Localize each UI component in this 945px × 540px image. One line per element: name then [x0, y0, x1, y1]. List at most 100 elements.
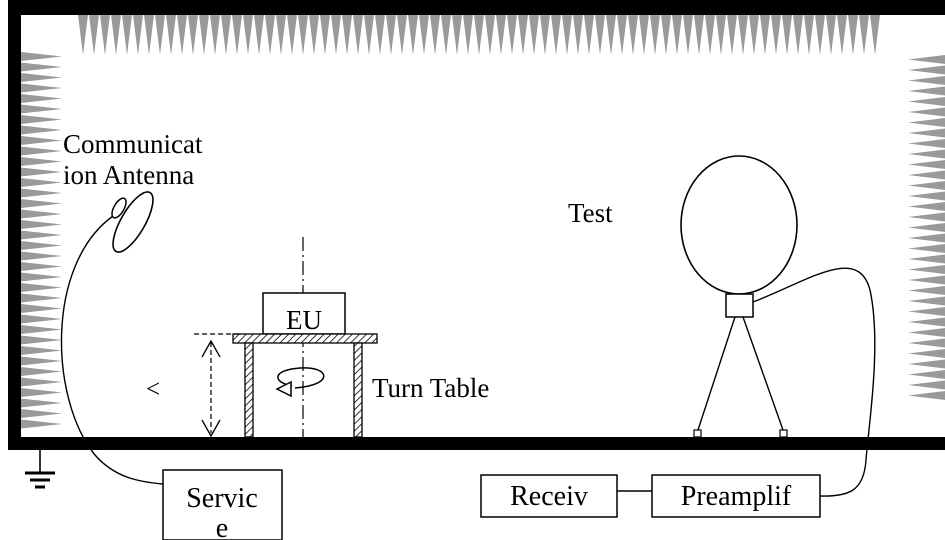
- absorber-cone-icon: [908, 181, 945, 190]
- absorber-cone-icon: [430, 15, 440, 55]
- absorber-cone-icon: [188, 15, 198, 55]
- absorber-cone-icon: [908, 149, 945, 159]
- absorber-cone-icon: [21, 367, 62, 376]
- communication-antenna-label-line1: Communicat: [63, 129, 203, 159]
- absorber-cone-icon: [419, 15, 429, 55]
- absorber-cone-icon: [908, 107, 945, 117]
- turn-table-right-leg: [353, 342, 363, 438]
- receiver-box: [480, 474, 618, 518]
- absorber-cone-icon: [496, 15, 506, 55]
- absorber-cone-icon: [908, 160, 945, 169]
- absorber-cone-icon: [21, 398, 62, 408]
- absorber-cone-icon: [21, 419, 62, 429]
- absorber-cone-icon: [21, 346, 62, 355]
- eut-label: EU: [286, 305, 322, 335]
- absorber-cone-icon: [908, 254, 945, 264]
- absorber-cone-icon: [177, 15, 187, 55]
- absorber-cone-icon: [21, 241, 62, 250]
- absorber-cone-icon: [705, 15, 715, 55]
- absorber-cone-icon: [908, 307, 945, 316]
- absorber-cone-icon: [908, 139, 945, 148]
- absorber-cone-icon: [716, 15, 726, 55]
- absorber-cone-icon: [155, 15, 165, 55]
- absorber-cone-icon: [309, 15, 319, 55]
- absorber-cone-icon: [21, 335, 62, 345]
- ground-symbol-icon: [25, 450, 55, 489]
- communication-antenna-label-line2: ion Antenna: [63, 160, 194, 190]
- absorber-cone-icon: [133, 15, 143, 55]
- absorber-cone-icon: [749, 15, 759, 55]
- absorber-cone-icon: [870, 15, 880, 55]
- absorber-cone-icon: [672, 15, 682, 55]
- absorber-cone-icon: [21, 314, 62, 324]
- absorber-cone-icon: [21, 293, 62, 303]
- absorber-cone-icon: [320, 15, 330, 55]
- absorber-cone-icon: [199, 15, 209, 55]
- absorber-cone-icon: [254, 15, 264, 55]
- absorber-cone-icon: [265, 15, 275, 55]
- absorber-cone-icon: [78, 15, 88, 55]
- absorber-cone-icon: [122, 15, 132, 55]
- absorber-cone-icon: [804, 15, 814, 55]
- receiver-label: Receiv: [510, 481, 588, 512]
- absorber-cone-icon: [908, 380, 945, 390]
- absorber-cone-icon: [683, 15, 693, 55]
- absorber-cone-icon: [727, 15, 737, 55]
- absorber-cone-icon: [474, 15, 484, 55]
- absorber-cone-icon: [908, 128, 945, 138]
- absorber-cone-icon: [908, 223, 945, 232]
- service-label-line2: e: [216, 513, 228, 540]
- absorber-cone-icon: [232, 15, 242, 55]
- absorber-cone-icon: [21, 230, 62, 240]
- absorber-cone-icon: [908, 391, 945, 400]
- absorber-cone-icon: [89, 15, 99, 55]
- absorber-cone-icon: [452, 15, 462, 55]
- test-antenna-cable: [752, 267, 876, 497]
- absorber-cone-icon: [331, 15, 341, 55]
- absorber-cone-icon: [21, 52, 62, 61]
- absorber-cone-icon: [908, 328, 945, 337]
- absorber-cone-icon: [606, 15, 616, 55]
- absorber-cone-icon: [738, 15, 748, 55]
- eut-box: [262, 292, 346, 335]
- absorber-cone-icon: [21, 188, 62, 198]
- absorber-cone-icon: [21, 199, 62, 208]
- height-dimension-arrow-down-icon: [201, 419, 221, 438]
- absorber-cone-icon: [573, 15, 583, 55]
- absorber-cone-icon: [408, 15, 418, 55]
- absorber-cone-icon: [908, 65, 945, 75]
- absorber-cone-icon: [397, 15, 407, 55]
- preamplifier-label: Preamplif: [681, 481, 792, 512]
- communication-antenna-feed: [111, 197, 127, 219]
- absorber-cone-icon: [485, 15, 495, 55]
- absorber-cone-icon: [908, 286, 945, 295]
- absorber-cone-icon: [21, 272, 62, 282]
- absorber-cone-icon: [837, 15, 847, 55]
- absorber-cone-icon: [166, 15, 176, 55]
- absorber-cone-icon: [908, 349, 945, 358]
- communication-antenna: [60, 191, 164, 485]
- absorber-cone-icon: [551, 15, 561, 55]
- absorber-cone-icon: [595, 15, 605, 55]
- absorber-cone-icon: [21, 283, 62, 292]
- absorber-cone-icon: [771, 15, 781, 55]
- absorber-cone-icon: [848, 15, 858, 55]
- absorber-cone-icon: [908, 55, 945, 64]
- absorber-cone-icon: [518, 15, 528, 55]
- service-label-line1: Servic: [186, 483, 258, 514]
- absorber-cone-icon: [21, 83, 62, 93]
- absorber-cone-icon: [815, 15, 825, 55]
- absorber-cone-icon: [21, 251, 62, 261]
- absorber-cone-icon: [463, 15, 473, 55]
- absorber-cone-icon: [364, 15, 374, 55]
- test-antenna-label: Test: [568, 198, 613, 228]
- absorber-cone-icon: [386, 15, 396, 55]
- absorber-cone-icon: [793, 15, 803, 55]
- absorber-cone-icon: [21, 115, 62, 124]
- ceiling-absorbers: [78, 15, 880, 55]
- absorber-cone-icon: [21, 262, 62, 271]
- absorber-cone-icon: [908, 212, 945, 222]
- chamber-ceiling: [8, 0, 945, 15]
